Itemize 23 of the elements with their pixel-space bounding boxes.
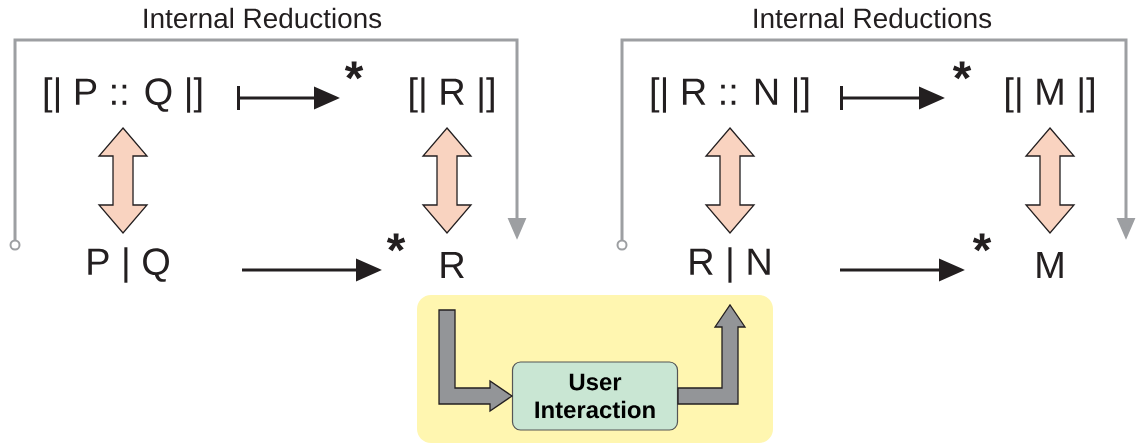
double-arrow — [421, 127, 473, 234]
double-arrow — [704, 127, 756, 234]
expression-label: R — [441, 251, 464, 278]
loop-arrow — [13, 38, 527, 240]
edge-label: * — [972, 233, 992, 252]
expression-label: M — [1037, 251, 1063, 278]
expression-label: [| M |] — [1006, 77, 1094, 113]
edge-label: * — [952, 61, 972, 80]
expression-label: P | Q — [88, 247, 169, 283]
double-arrow — [1024, 127, 1076, 234]
edge-label: * — [386, 233, 406, 252]
edge-label: Internal Reductions — [750, 6, 994, 30]
process-box: User Interaction — [511, 361, 679, 431]
loop-arrow — [620, 38, 1136, 240]
edge-label: Internal Reductions — [140, 6, 384, 30]
double-arrow — [97, 127, 149, 234]
block-arrow — [677, 303, 747, 405]
expression-label: [| R |] — [410, 77, 494, 113]
expression-label: [| R :: N |] — [651, 77, 809, 113]
edge-label: * — [344, 61, 364, 80]
expression-label: R | N — [690, 247, 770, 283]
expression-label: [| P :: Q |] — [44, 77, 202, 113]
block-arrow — [438, 309, 514, 413]
